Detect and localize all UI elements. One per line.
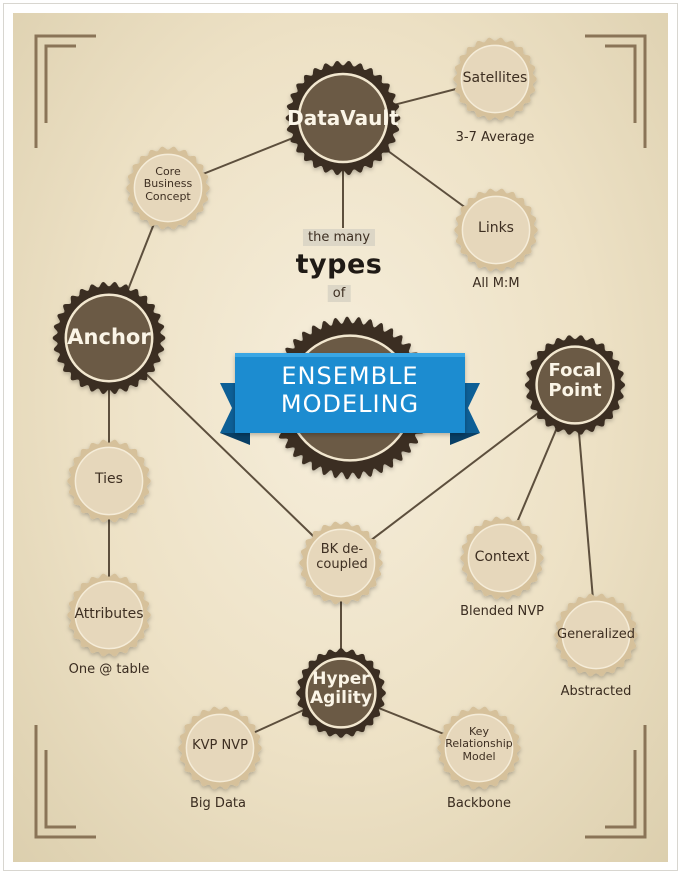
title-of: of	[327, 285, 351, 302]
node-hyper-agility-label: Hyper Agility	[309, 669, 372, 709]
diagram-canvas	[34, 34, 647, 839]
line-focal-bk	[340, 384, 576, 564]
caption-attributes: One @ table	[68, 662, 150, 677]
caption-satellites: 3-7 Average	[455, 130, 535, 145]
node-ties-label: Ties	[95, 471, 123, 487]
node-focal-point-label: Focal Point	[548, 360, 602, 402]
node-satellites-face	[460, 44, 530, 114]
node-key-relationship-model-label: Key Relationship Model	[445, 725, 513, 763]
node-generalized-face	[561, 600, 631, 670]
node-context-label: Context	[474, 549, 530, 565]
caption-context: Blended NVP	[460, 604, 544, 619]
node-context	[460, 516, 544, 600]
node-ties-face	[74, 446, 144, 516]
node-kvp-nvp	[178, 706, 262, 790]
node-attributes-face	[74, 580, 144, 650]
corner-brackets	[34, 34, 647, 839]
node-kvp-nvp-face	[185, 713, 255, 783]
node-key-relationship-model-face	[444, 713, 514, 783]
node-generalized-label: Generalized	[557, 627, 635, 642]
node-links	[454, 188, 538, 272]
node-datavault-label: DataVault	[287, 106, 399, 130]
node-key-relationship-model	[437, 706, 521, 790]
node-anchor-face	[64, 293, 154, 383]
center-banner	[220, 353, 480, 445]
caption-kvp-nvp: Big Data	[190, 796, 246, 811]
node-datavault	[285, 60, 401, 176]
node-attributes-label: Attributes	[74, 606, 144, 622]
node-bk-decoupled-face	[306, 528, 376, 598]
node-hyper-agility	[296, 648, 386, 738]
node-anchor-label: Anchor	[67, 325, 151, 349]
node-focal-point	[524, 335, 626, 435]
node-bk-decoupled	[299, 521, 383, 605]
title-types: types	[295, 249, 383, 280]
node-datavault-face	[297, 72, 389, 164]
caption-generalized: Abstracted	[560, 684, 632, 699]
node-bk-decoupled-label: BK de- coupled	[316, 542, 368, 572]
node-satellites	[453, 37, 537, 121]
caption-links: All M:M	[472, 276, 520, 291]
node-generalized	[554, 593, 638, 677]
node-context-face	[467, 523, 537, 593]
caption-key-relationship-model: Backbone	[446, 796, 512, 811]
node-hyper-agility-face	[305, 657, 377, 729]
node-core-business-concept-face	[133, 153, 203, 223]
node-attributes	[67, 573, 151, 657]
node-focal-point-face	[535, 345, 615, 425]
node-satellites-label: Satellites	[462, 70, 528, 86]
node-kvp-nvp-label: KVP NVP	[192, 738, 248, 753]
node-ties	[67, 439, 151, 523]
node-links-face	[461, 195, 531, 265]
ensemble-modeling-poster: DataVault Satellites Core Business Conce…	[13, 13, 668, 862]
node-anchor	[52, 281, 166, 395]
title-the-many: the many	[302, 229, 376, 246]
node-links-label: Links	[478, 220, 514, 236]
node-core-business-concept-label: Core Business Concept	[143, 165, 193, 203]
line-anchor-bk	[108, 337, 342, 564]
node-core-business-concept	[126, 146, 210, 230]
